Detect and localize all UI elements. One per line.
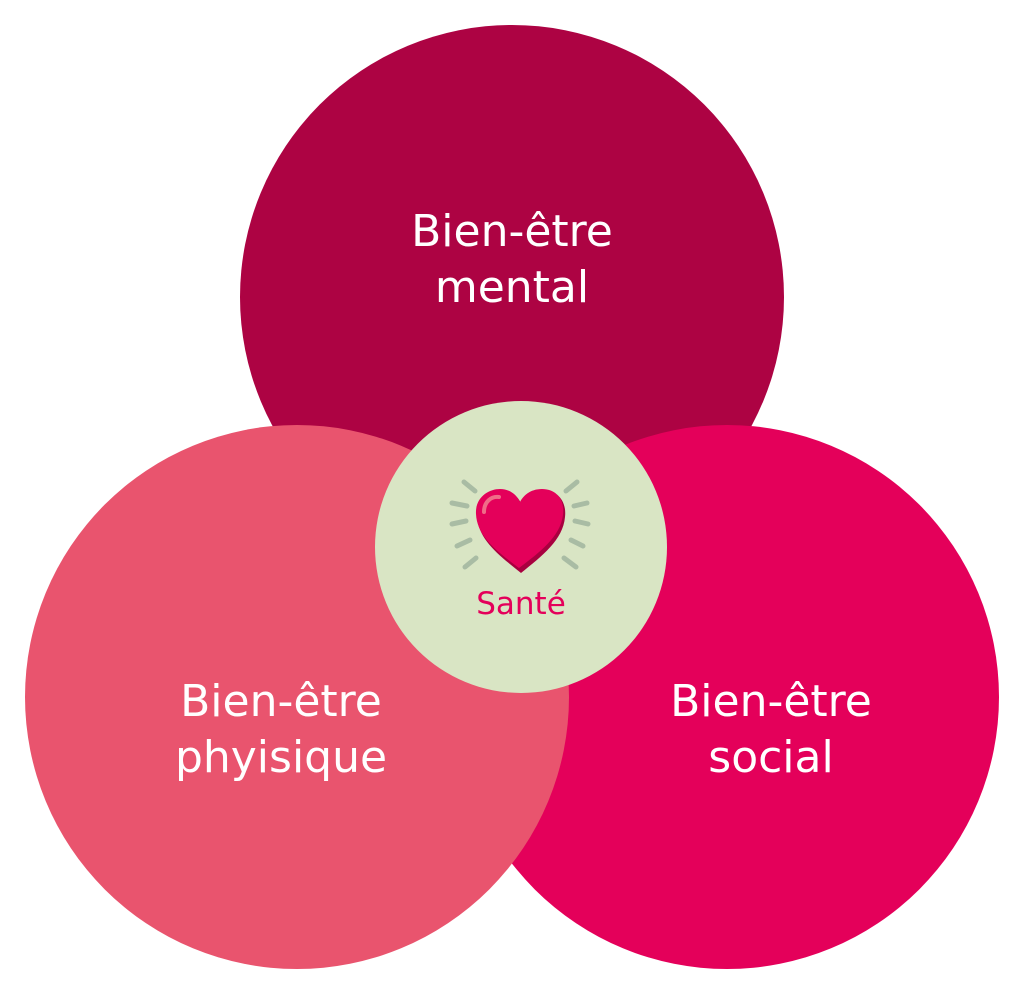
circle-mental bbox=[240, 25, 784, 569]
heart-icon bbox=[475, 489, 566, 573]
physique-label-line2: phyisique bbox=[175, 732, 387, 783]
social-label-line1: Bien-être bbox=[670, 676, 872, 727]
social-label-line2: social bbox=[708, 732, 833, 783]
mental-label-line1: Bien-être bbox=[411, 206, 613, 257]
sante-label: Santé bbox=[476, 586, 566, 622]
mental-label-line2: mental bbox=[435, 262, 589, 313]
rays-icon bbox=[449, 479, 591, 570]
physique-label-line1: Bien-être bbox=[180, 676, 382, 727]
